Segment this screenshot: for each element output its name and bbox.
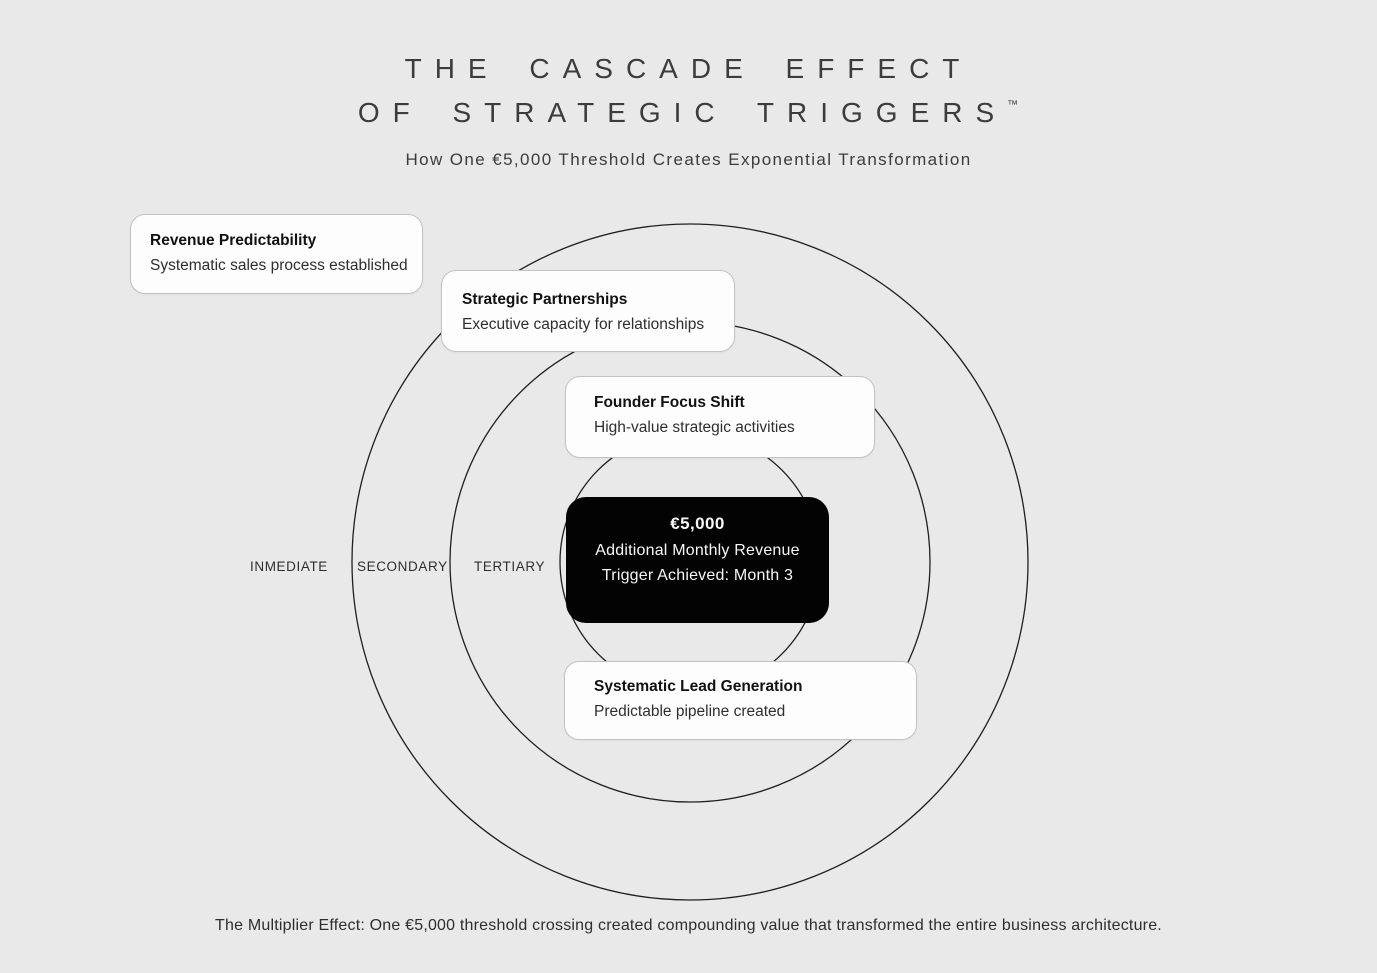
card-title: Systematic Lead Generation [594,678,803,695]
ring-label-tertiary: TERTIARY [474,559,546,574]
trigger-status: Trigger Achieved: Month 3 [601,567,794,584]
card-subtitle: Systematic sales process established [150,257,408,274]
card-strategic-partnerships: Strategic Partnerships Executive capacit… [441,270,735,352]
title-line-1: THE CASCADE EFFECT [404,53,973,84]
multiplier-effect-caption: The Multiplier Effect: One €5,000 thresh… [215,917,1162,934]
card-title: Revenue Predictability [150,232,317,249]
trigger-description: Additional Monthly Revenue [595,542,800,559]
ring-outer [351,223,1029,901]
card-subtitle: High-value strategic activities [594,419,795,436]
page-title: THE CASCADE EFFECT OF STRATEGIC TRIGGERS… [0,51,1377,131]
ring-label-secondary: SECONDARY [357,559,448,574]
title-line-2: OF STRATEGIC TRIGGERS [357,97,1008,128]
card-title: Strategic Partnerships [462,291,628,308]
ring-label-inmediate: INMEDIATE [250,559,328,574]
card-subtitle: Predictable pipeline created [594,703,786,720]
center-trigger-box: €5,000 Additional Monthly Revenue Trigge… [566,497,829,623]
trigger-amount: €5,000 [670,514,725,533]
card-systematic-lead-generation: Systematic Lead Generation Predictable p… [564,661,917,740]
trademark-symbol: ™ [1007,99,1020,111]
card-title: Founder Focus Shift [594,394,745,411]
card-founder-focus-shift: Founder Focus Shift High-value strategic… [565,376,875,458]
page-subtitle: How One €5,000 Threshold Creates Exponen… [405,150,972,169]
card-revenue-predictability: Revenue Predictability Systematic sales … [130,214,423,294]
card-subtitle: Executive capacity for relationships [462,316,705,333]
